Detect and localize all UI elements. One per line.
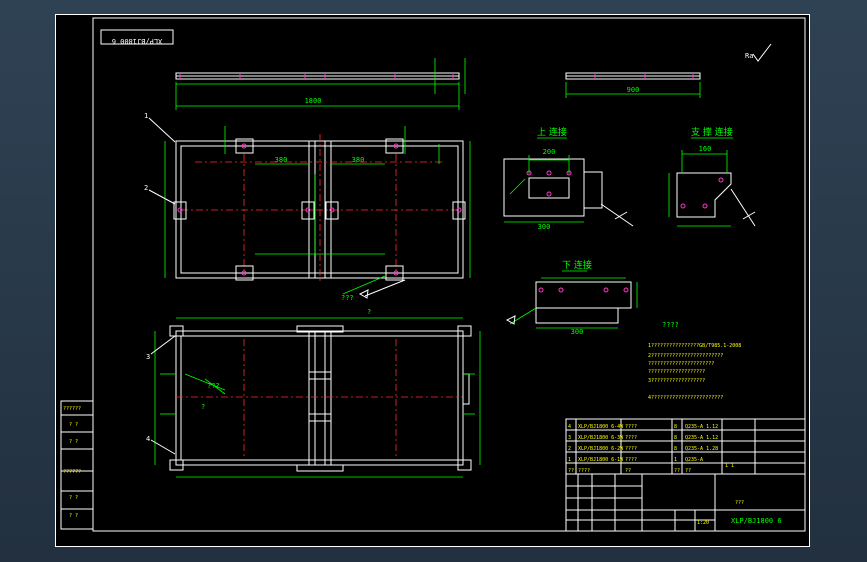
plan-view: 380 380 [164,126,471,284]
parts-list: 4 XLP/BJ1800 6-4W ???? 8 Q235-A 1.12 3 X… [565,418,806,475]
outer-border [55,14,810,547]
title-block-scale: 1:20 [697,520,709,526]
parts-row-4-no: 1 [568,457,571,463]
drawing-canvas: XLP/BJ1800 6 Ra ?????? ? ? ? ? ?????? ? … [55,14,810,547]
strip-cell-5: ? ? [69,495,78,501]
parts-row-4-qty: 1 [674,457,677,463]
callout-1: 1 [144,112,148,120]
rotated-drawing-number: XLP/BJ1800 6 [100,29,174,45]
upper-connection-title: 上 连接 [537,126,567,138]
lower-connection-detail: 下 连接 300 [505,259,638,336]
part-callouts: 1 2 3 4 [144,112,176,455]
notes-title: ???? [662,321,679,329]
parts-row-4-code: XLP/BJ1800 6-1W [578,457,624,463]
top-elevation-view: 1800 [175,58,466,110]
roughness-symbol: Ra [745,43,772,62]
weld-label-3: ??? [207,382,220,390]
strip-cell-6: ? ? [69,513,78,519]
parts-row-1-name: ???? [625,424,637,430]
parts-row-1-qty: 8 [674,424,677,430]
parts-row-3-qty: 8 [674,446,677,452]
parts-row-2-code: XLP/BJ1800 6-3W [578,435,624,441]
technical-notes: ???? 1????????????????GB/T985.1-2008 2??… [648,321,741,401]
note-line-4: ??????????????????? [648,369,705,375]
parts-row-1-no: 4 [568,424,571,430]
title-block: ??? XLP/BJ1800 6 1:20 1 1 [565,463,806,532]
small-elevation-view: 900 [565,72,701,98]
svg-text:1800: 1800 [305,97,322,105]
title-block-sheet: 1 1 [725,463,734,469]
parts-row-3-no: 2 [568,446,571,452]
callout-3: 3 [146,353,150,361]
parts-row-2-name: ???? [625,435,637,441]
svg-text:900: 900 [627,86,640,94]
support-connection-title: 支 撑 连接 [691,126,733,138]
roughness-text: Ra [745,52,753,60]
upper-connection-detail: 上 连接 200 300 [503,126,634,231]
note-line-2: 2???????????????????????? [648,353,723,359]
callout-2: 2 [144,184,148,192]
parts-header-name: ?? [625,468,631,474]
strip-cell-1: ?????? [63,406,81,412]
weld-label-2: ? [367,308,371,316]
front-view [154,317,481,478]
parts-row-1-material: Q235-A 1.12 [685,424,718,430]
strip-cell-2: ? ? [69,422,78,428]
svg-text:300: 300 [571,328,584,336]
parts-row-2-material: Q235-A 1.12 [685,435,718,441]
svg-text:300: 300 [538,223,551,231]
strip-cell-4: ?????? [63,469,81,475]
left-strip-table: ?????? ? ? ? ? ?????? ? ? ? ? [60,400,94,530]
drawing-frame [92,17,806,532]
parts-header-code: ???? [578,468,590,474]
title-block-drawing-no: XLP/BJ1800 6 [731,517,782,525]
parts-row-2-qty: 8 [674,435,677,441]
parts-row-4-name: ???? [625,457,637,463]
parts-row-1-code: XLP/BJ1800 6-4W [578,424,624,430]
svg-text:380: 380 [352,156,365,164]
parts-header-no: ?? [568,468,574,474]
parts-row-3-material: Q235-A 1.28 [685,446,718,452]
weld-label-4: ? [201,403,205,411]
weld-label-1: ??? [341,294,354,302]
parts-header-qty: ?? [674,468,680,474]
callout-4: 4 [146,435,150,443]
weld-annotations: ??? ? ??? ? [184,275,406,411]
parts-row-3-name: ???? [625,446,637,452]
rotated-number-text: XLP/BJ1800 6 [112,37,163,45]
parts-row-2-no: 3 [568,435,571,441]
parts-row-4-material: Q235-A [685,457,703,463]
note-line-6: 4???????????????????????? [648,395,723,401]
note-line-5: 3?????????????????? [648,378,705,384]
support-connection-detail: 支 撑 连接 160 [668,126,756,227]
drawing-sheet: XLP/BJ1800 6 Ra ?????? ? ? ? ? ?????? ? … [55,14,810,547]
svg-text:160: 160 [699,145,712,153]
parts-row-3-code: XLP/BJ1800 6-2W [578,446,624,452]
svg-text:380: 380 [275,156,288,164]
title-block-title: ??? [735,500,744,506]
parts-header-material: ?? [685,468,691,474]
svg-text:200: 200 [543,148,556,156]
note-line-3: ?????????????????????? [648,361,714,367]
lower-connection-title: 下 连接 [562,259,592,271]
note-line-1: 1????????????????GB/T985.1-2008 [648,343,741,349]
strip-cell-3: ? ? [69,439,78,445]
